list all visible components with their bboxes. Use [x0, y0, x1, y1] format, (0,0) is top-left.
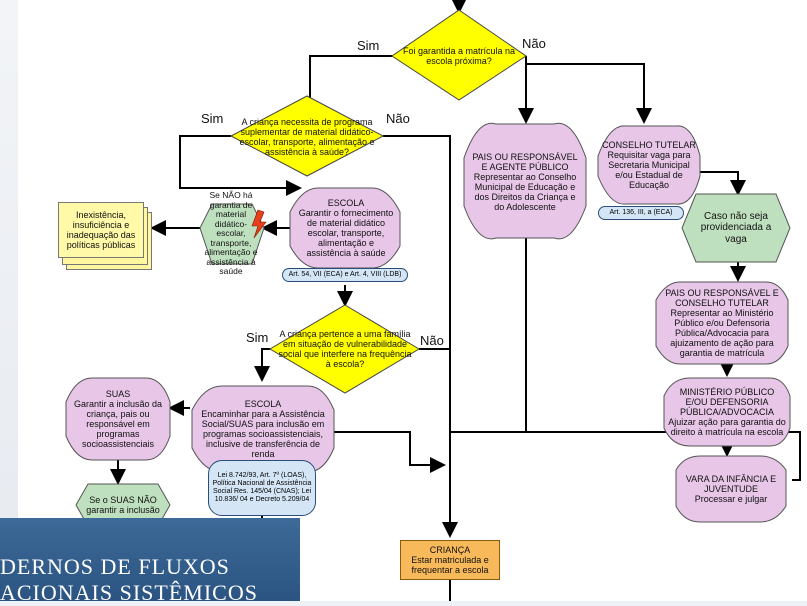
connectors — [110, 0, 801, 601]
vara-shape — [675, 455, 787, 523]
escola2-title: ESCOLA — [244, 399, 282, 409]
edge-escola2-main — [332, 431, 446, 473]
edge-vara-feedback — [526, 431, 801, 481]
edge-pais-main — [450, 235, 527, 433]
crianca-body: Estar matriculada e frequentar a escola — [411, 555, 489, 575]
lightning-icon — [251, 209, 267, 239]
escola2-node: ESCOLA Encaminhar para a Assistência Soc… — [196, 388, 330, 470]
conselho-node: CONSELHO TUTELAR Requisitar vaga para Se… — [602, 128, 696, 202]
pais-shape — [463, 122, 587, 240]
pais2-node: PAIS OU RESPONSÁVEL E CONSELHO TUTELAR R… — [658, 284, 786, 362]
decision-2-text: A criança necessita de programa suplemen… — [239, 117, 375, 157]
caso-node: Caso não seja providenciada a vaga — [690, 198, 782, 258]
vara-title: VARA DA INFÂNCIA E JUVENTUDE — [685, 474, 777, 494]
sesuas-node: Se o SUAS NÃO garantir a inclusão — [80, 486, 166, 524]
suas-node: SUAS Garantir a inclusão da criança, pai… — [70, 380, 166, 458]
vara-body: Processar e julgar — [694, 494, 768, 504]
decision-diamond-3-shape — [269, 304, 420, 394]
conselho-shape — [597, 125, 701, 205]
crianca-node: CRIANÇA Estar matriculada e frequentar a… — [400, 540, 500, 580]
banner: DERNOS DE FLUXOS ACIONAIS SISTÊMICOS — [0, 518, 300, 605]
pais-body: Representar ao Conselho Municipal de Edu… — [473, 172, 577, 212]
escola1-title: ESCOLA — [327, 198, 365, 208]
decision-1-text: Foi garantida a matrícula na escola próx… — [402, 46, 516, 66]
pais-title: PAIS OU RESPONSÁVEL E AGENTE PÚBLICO — [472, 152, 578, 172]
escola2-ref: Lei 8.742/93, Art. 7º (LOAS), Política N… — [208, 460, 316, 516]
escola1-body: Garantir o fornecimento de material didá… — [298, 208, 394, 258]
senao-node: Se NÃO há garantia de material didático-… — [202, 191, 260, 276]
decision-1: Foi garantida a matrícula na escola próx… — [402, 30, 516, 82]
label-nao-2: Não — [386, 111, 410, 126]
inexistencia-note: Inexistência, insuficiência e inadequaçã… — [58, 202, 144, 258]
decision-3-text: A criança pertence a uma família em situ… — [278, 329, 412, 369]
escola1-shape — [289, 187, 401, 269]
escola2-body: Encaminhar para a Assistência Social/SUA… — [201, 409, 325, 459]
caso-text: Caso não seja providenciada a vaga — [700, 210, 772, 245]
edge-d2-nao — [383, 135, 458, 538]
decision-3: A criança pertence a uma família em situ… — [278, 322, 412, 376]
pais2-shape — [655, 281, 789, 365]
edge-conselho-caso — [700, 171, 746, 196]
conselho-title: CONSELHO TUTELAR — [602, 140, 696, 150]
edge-d2-sim — [179, 135, 302, 196]
conselho-ref: Art. 136, III, a (ECA) — [598, 206, 684, 220]
banner-line-2: ACIONAIS SISTÊMICOS — [0, 580, 258, 605]
label-nao-1: Não — [522, 36, 546, 51]
decision-2: A criança necessita de programa suplemen… — [238, 110, 376, 164]
label-sim-2: Sim — [201, 111, 224, 126]
escola1-ref: Art. 54, VII (ECA) e Art. 4, VIII (LDB) — [282, 268, 408, 282]
pais-node: PAIS OU RESPONSÁVEL E AGENTE PÚBLICO Rep… — [470, 130, 580, 234]
mp-node: MINISTÉRIO PÚBLICO E/OU DEFENSORIA PÚBLI… — [668, 380, 786, 444]
vara-node: VARA DA INFÂNCIA E JUVENTUDE Processar e… — [680, 458, 782, 520]
label-nao-3: Não — [420, 333, 444, 348]
mp-title: MINISTÉRIO PÚBLICO E/OU DEFENSORIA PÚBLI… — [679, 387, 775, 417]
label-sim-1: Sim — [357, 38, 380, 53]
mp-shape — [663, 377, 791, 447]
banner-line-1: DERNOS DE FLUXOS — [0, 554, 230, 579]
decision-diamond-1-shape — [391, 9, 527, 101]
pais2-body: Representar ao Ministério Público e/ou D… — [670, 308, 774, 358]
decision-diamond-2-shape — [229, 95, 385, 177]
suas-title: SUAS — [105, 389, 131, 399]
crianca-title: CRIANÇA — [429, 545, 471, 555]
label-sim-3: Sim — [246, 330, 269, 345]
suas-body: Garantir a inclusão da criança, pais ou … — [73, 399, 163, 449]
pais2-title: PAIS OU RESPONSÁVEL E CONSELHO TUTELAR — [665, 288, 779, 308]
caso-shape — [681, 193, 791, 263]
edge-d3-sim — [254, 348, 270, 382]
conselho-body: Requisitar vaga para Secretaria Municipa… — [607, 150, 691, 190]
inexistencia-text: Inexistência, insuficiência e inadequaçã… — [66, 210, 136, 250]
sesuas-text: Se o SUAS NÃO garantir a inclusão — [86, 495, 160, 515]
senao-text: Se NÃO há garantia de material didático-… — [204, 190, 258, 277]
edge-d1-nao-conselho — [525, 56, 652, 124]
suas-shape — [65, 377, 171, 461]
senao-shape — [199, 203, 265, 265]
mp-body: Ajuizar ação para garantia do direito à … — [668, 417, 786, 437]
escola1-node: ESCOLA Garantir o fornecimento de materi… — [296, 190, 396, 266]
